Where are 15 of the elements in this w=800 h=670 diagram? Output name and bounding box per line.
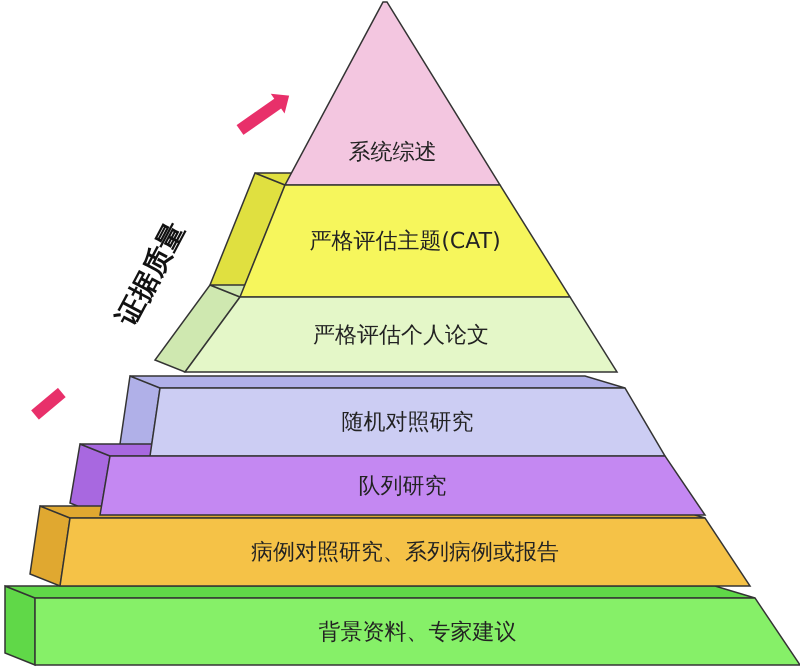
pyramid-layer [60,518,750,586]
layer-label: 病例对照研究、系列病例或报告 [251,539,559,567]
layer-label: 系统综述 [348,139,436,168]
layer-label: 严格评估个人论文 [313,322,489,350]
pyramid-layer [240,185,570,297]
pyramid-layer [35,598,800,665]
layer-label: 随机对照研究 [342,409,474,437]
layer-label: 背景资料、专家建议 [318,618,516,646]
layer-label: 严格评估主题(CAT) [309,228,501,256]
axis-label: 证据质量 [108,216,192,332]
pyramid-layer [285,2,500,185]
layer-label: 队列研究 [358,472,446,500]
pyramid-layer [185,297,617,372]
pyramid-layer [150,388,665,456]
pyramid-layer [100,456,705,515]
